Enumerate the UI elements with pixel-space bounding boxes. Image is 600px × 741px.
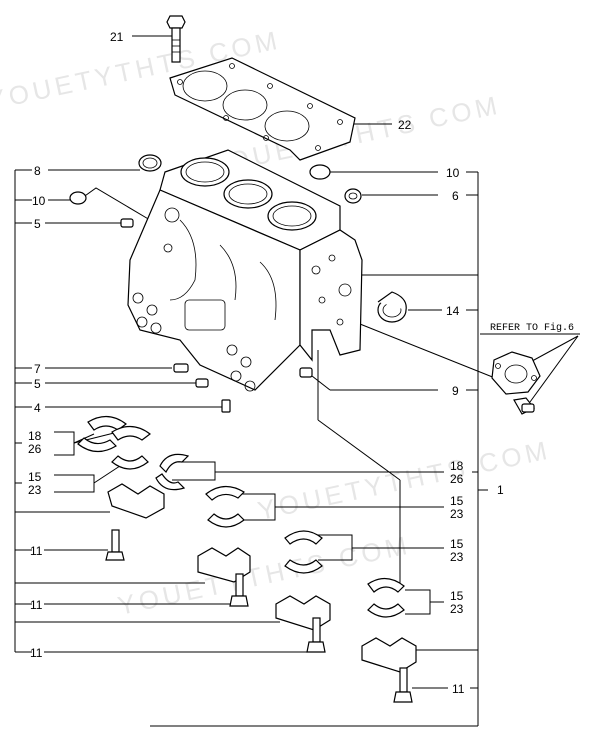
callout-labels: 21 22 8 10 10 6 5 14 7 5 9 4 18 26 15 23… — [28, 30, 574, 696]
callout-21: 21 — [110, 30, 124, 44]
cap-bolt-parts — [105, 529, 413, 703]
callout-22: 22 — [398, 118, 412, 132]
callout-15-middle: 15 — [450, 537, 464, 551]
callout-6: 6 — [452, 189, 459, 203]
expansion-plug-parts — [69, 154, 362, 205]
callout-5-top: 5 — [34, 217, 41, 231]
leader-lines — [44, 35, 580, 689]
callout-5-bottom: 5 — [34, 377, 41, 391]
watermark-text: YOUETYTHTS COM — [115, 529, 413, 620]
callout-15-lower: 15 — [450, 589, 464, 603]
callout-1: 1 — [497, 483, 504, 497]
callout-11-second: 11 — [30, 598, 43, 612]
callout-18-right: 18 — [450, 459, 464, 473]
callout-9: 9 — [452, 384, 459, 398]
callout-14: 14 — [446, 304, 460, 318]
callout-23-left: 23 — [28, 483, 42, 497]
bracket-frame-left — [14, 169, 280, 653]
callout-26-left: 26 — [28, 442, 42, 456]
callout-8: 8 — [34, 164, 41, 178]
callout-10-left: 10 — [32, 194, 46, 208]
cylinder-block-part — [127, 149, 363, 392]
bracket-frame-right — [150, 171, 488, 727]
callout-18-left: 18 — [28, 429, 42, 443]
main-bearing-shell-parts — [77, 415, 405, 618]
refer-to-figure-note: REFER TO Fig.6 — [490, 322, 574, 334]
callout-11-third: 11 — [30, 646, 43, 660]
watermark-text: YOUETYTHTS COM — [255, 434, 553, 525]
callout-15-upper: 15 — [450, 494, 464, 508]
callout-10-right: 10 — [446, 166, 460, 180]
callout-26-right: 26 — [450, 472, 464, 486]
callout-23-upper: 23 — [450, 507, 464, 521]
callout-11-fourth: 11 — [452, 682, 465, 696]
callout-7: 7 — [34, 362, 41, 376]
callout-15-left: 15 — [28, 470, 42, 484]
camshaft-bushing-part — [377, 291, 407, 323]
callout-11-first: 11 — [30, 544, 43, 558]
callout-4: 4 — [34, 401, 41, 415]
referenced-cover-part — [491, 351, 541, 415]
block-plug-parts — [120, 218, 313, 413]
head-bolt-part — [166, 15, 186, 63]
head-gasket-part — [169, 57, 356, 161]
callout-23-lower: 23 — [450, 602, 464, 616]
callout-23-middle: 23 — [450, 550, 464, 564]
